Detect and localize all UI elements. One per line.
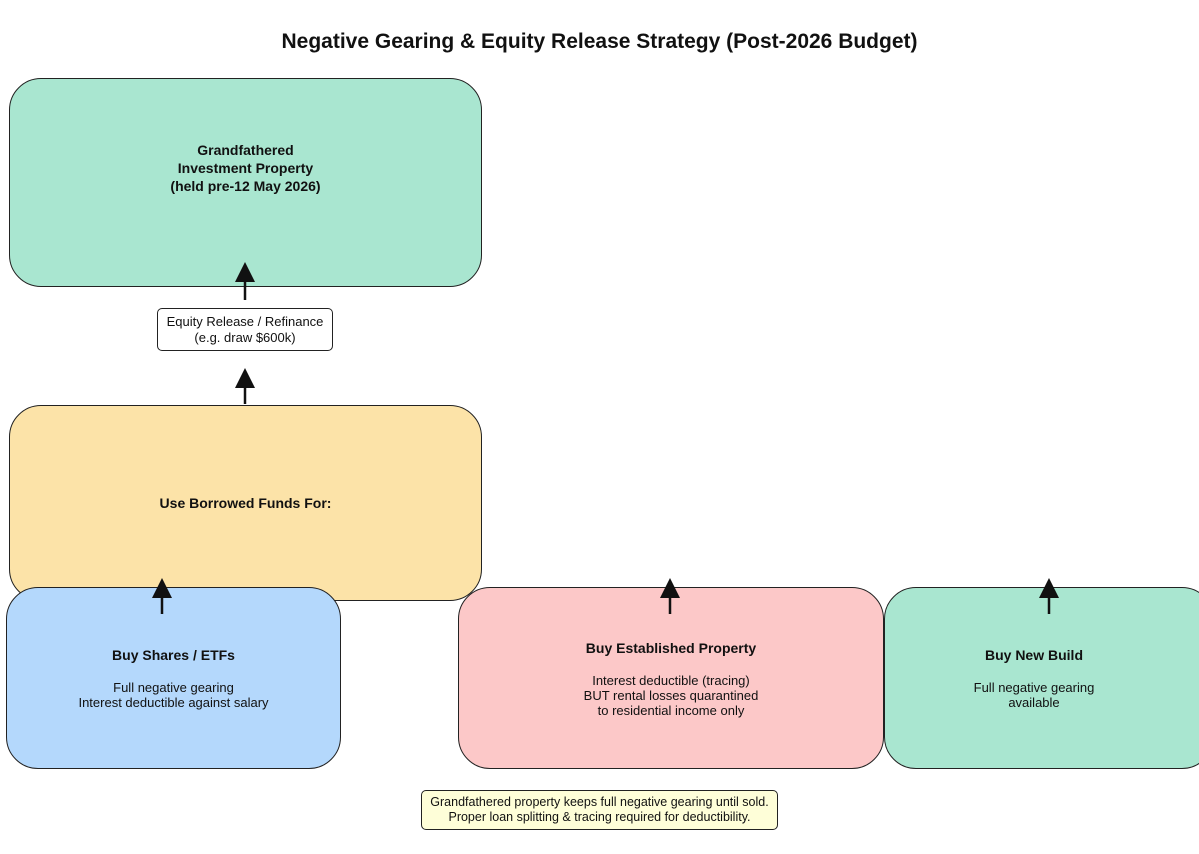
buy-new-build-node: Buy New Build Full negative gearing avai…	[884, 587, 1199, 769]
grandfathered-property-label: Grandfathered Investment Property (held …	[170, 141, 321, 194]
buy-shares-title: Buy Shares / ETFs	[112, 647, 235, 663]
footnote: Grandfathered property keeps full negati…	[421, 790, 778, 830]
borrowed-funds-label: Use Borrowed Funds For:	[159, 495, 332, 511]
equity-release-label: Equity Release / Refinance (e.g. draw $6…	[157, 308, 333, 351]
buy-established-property-title: Buy Established Property	[585, 639, 757, 656]
grandfathered-property-node: Grandfathered Investment Property (held …	[9, 78, 482, 287]
buy-established-property-description: Interest deductible (tracing) BUT rental…	[583, 672, 759, 718]
buy-new-build-title: Buy New Build	[984, 647, 1083, 663]
diagram-title: Negative Gearing & Equity Release Strate…	[281, 30, 918, 53]
buy-shares-node: Buy Shares / ETFs Full negative gearing …	[6, 587, 341, 769]
borrowed-funds-node: Use Borrowed Funds For:	[9, 405, 482, 601]
buy-new-build-description: Full negative gearing available	[973, 680, 1095, 710]
buy-shares-description: Full negative gearing Interest deductibl…	[78, 680, 269, 710]
buy-established-property-node: Buy Established Property Interest deduct…	[458, 587, 884, 769]
